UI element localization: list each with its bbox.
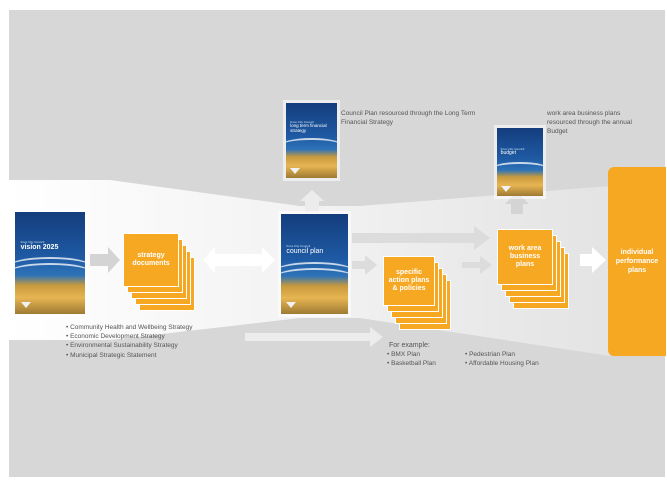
council-logo-icon [20, 301, 31, 308]
cover-wave [286, 137, 337, 154]
council-logo-icon [286, 302, 297, 308]
cover-small-text: Knox City Council [20, 239, 45, 244]
list-item: Affordable Housing Plan [465, 359, 539, 368]
arrow-specific-to-workarea [462, 256, 492, 274]
list-item: Community Health and Wellbeing Strategy [66, 323, 192, 332]
cover-title: long term financial strategy [290, 123, 327, 134]
work-area-business-plans-stack: work area business plans [497, 229, 569, 309]
cover-wave [281, 268, 348, 288]
arrow-council-to-specific [352, 255, 377, 275]
cover-title: vision 2025 [20, 243, 59, 251]
budget-cover: Knox City Council budget [497, 128, 543, 196]
cover-wave [15, 263, 85, 283]
list-item: Municipal Strategic Statement [66, 351, 192, 360]
list-item: Economic Development Strategy [66, 332, 192, 341]
budget-caption: work area business plans resourced throu… [547, 110, 632, 135]
strategy-list: Community Health and Wellbeing Strategy … [66, 323, 192, 360]
cover-title: budget [500, 150, 516, 157]
council-logo-icon [500, 185, 511, 192]
strategy-documents-stack: strategy documents [123, 233, 195, 311]
cover-small-text: Knox City Council [286, 244, 311, 248]
example-heading: For example: [389, 342, 430, 349]
work-area-business-plans-label: work area business plans [497, 229, 553, 285]
vision-2025-cover: Knox City Council vision 2025 [15, 212, 85, 314]
arrow-workarea-to-budget [505, 192, 529, 214]
ltfs-caption: Council Plan resourced through the Long … [341, 110, 476, 126]
cover-title: council plan [286, 248, 324, 255]
cover-wave [497, 162, 543, 176]
arrow-council-to-ltfs [300, 190, 324, 212]
double-arrow-strategy-council [203, 247, 275, 273]
cover-small-text: Knox City Council [290, 119, 314, 124]
council-logo-icon [290, 167, 301, 174]
cover-small-text: Knox City Council [500, 147, 525, 152]
council-plan-cover: Knox City Council council plan [281, 214, 348, 314]
example-list-col1: BMX Plan Basketball Plan [387, 350, 436, 368]
example-list-col2: Pedestrian Plan Affordable Housing Plan [465, 350, 539, 368]
individual-performance-plans-box: individual performance plans [608, 167, 666, 356]
specific-action-plans-stack: specific action plans & policies [383, 256, 451, 330]
arrow-workarea-to-individual [580, 247, 606, 273]
list-item: BMX Plan [387, 350, 436, 359]
list-item: Pedestrian Plan [465, 350, 539, 359]
strategy-documents-label: strategy documents [123, 233, 179, 287]
cover-wave [281, 262, 348, 282]
arrow-vision-to-strategy [90, 247, 120, 273]
specific-action-plans-label: specific action plans & policies [383, 256, 435, 306]
arrow-list-to-specific [245, 327, 383, 347]
list-item: Environmental Sustainability Strategy [66, 341, 192, 350]
ltfs-cover: Knox City Council long term financial st… [286, 103, 337, 178]
arrow-council-to-workarea [352, 226, 490, 250]
list-item: Basketball Plan [387, 359, 436, 368]
cover-wave [15, 256, 85, 277]
